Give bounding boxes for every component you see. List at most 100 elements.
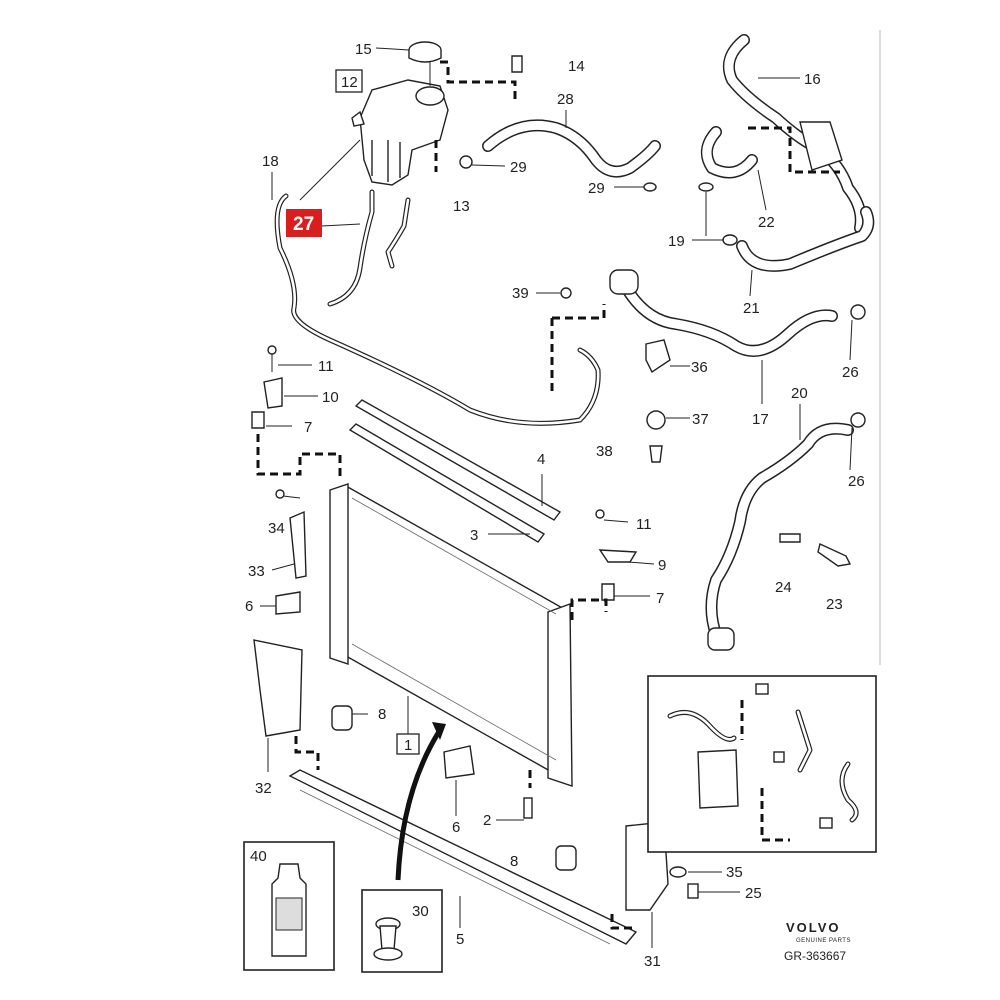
callout-28: 28 (557, 91, 574, 108)
callout-4: 4 (537, 451, 545, 468)
callout-7-a: 7 (304, 419, 312, 436)
callout-35: 35 (726, 864, 743, 881)
hose-16 (723, 34, 867, 234)
clamp-26-b (849, 412, 866, 471)
callout-29-b: 29 (588, 180, 605, 197)
callout-26-b: 26 (848, 473, 865, 490)
callout-18: 18 (262, 153, 279, 170)
dash-connector-right (570, 598, 608, 620)
clamp-29-b (614, 182, 657, 192)
callout-6-a: 6 (245, 598, 253, 615)
dash-connector-lower-right (610, 914, 636, 930)
sensor-24 (779, 533, 852, 567)
callout-9: 9 (658, 557, 666, 574)
hose-17 (609, 269, 838, 404)
seal-strip-4 (354, 399, 562, 521)
mount-6-bottom (443, 745, 475, 816)
brand-logo-text: VOLVO (786, 920, 841, 935)
callout-11-b: 11 (636, 516, 652, 533)
callout-20: 20 (791, 385, 808, 402)
callout-23: 23 (826, 596, 843, 613)
callout-box-27 (286, 209, 322, 237)
bracket-34-33 (271, 489, 307, 579)
valve-36 (645, 339, 690, 374)
callout-labels: 15 12 14 28 18 29 29 13 27 16 22 19 21 3… (245, 41, 865, 970)
hose-21 (736, 206, 875, 297)
dash-connector-left-top (256, 434, 342, 480)
callout-19: 19 (668, 233, 685, 250)
callout-25: 25 (745, 885, 762, 902)
volvo-brand-block: VOLVO GENUINE PARTS GR-363667 (784, 920, 851, 963)
clamp-19 (692, 182, 738, 246)
callout-21: 21 (743, 300, 760, 317)
inset-oil-cooler (647, 675, 877, 853)
inset-40-coolant (243, 841, 335, 971)
callout-14: 14 (568, 58, 585, 75)
callout-12: 12 (341, 74, 358, 91)
callout-29-a: 29 (510, 159, 527, 176)
line-18 (271, 139, 601, 426)
callout-box-12 (335, 69, 363, 93)
dash-connector-lower-left (294, 736, 320, 770)
callout-33: 33 (248, 563, 265, 580)
callout-32: 32 (255, 780, 272, 797)
callout-16: 16 (804, 71, 821, 88)
callout-39: 39 (512, 285, 529, 302)
callout-38: 38 (596, 443, 613, 460)
callout-30: 30 (412, 903, 429, 920)
bracket-11-10-7-left (251, 345, 318, 429)
callout-34: 34 (268, 520, 285, 537)
callout-11-a: 11 (318, 358, 334, 375)
callout-3: 3 (470, 527, 478, 544)
part-14-clip (511, 55, 523, 73)
hose-20 (705, 404, 854, 651)
callout-26-a: 26 (842, 364, 859, 381)
callout-10: 10 (322, 389, 339, 406)
callout-8-a: 8 (378, 706, 386, 723)
washer-bolt-35-25 (669, 866, 740, 899)
mount-6-left (260, 591, 301, 615)
bolt-39 (536, 287, 572, 299)
callout-24: 24 (775, 579, 792, 596)
seal-strip-3 (348, 423, 546, 543)
inset-arrow (395, 728, 443, 881)
callout-40: 40 (250, 848, 267, 865)
clamp-26-a (849, 304, 866, 361)
callout-7-b: 7 (656, 590, 664, 607)
rubber-mount-8-b (555, 845, 577, 871)
expansion-tank (351, 79, 449, 186)
inset-arrow-head (432, 722, 446, 740)
callout-31: 31 (644, 953, 661, 970)
brand-tagline: GENUINE PARTS (796, 938, 851, 944)
callout-17: 17 (752, 411, 769, 428)
callout-box-1 (396, 733, 420, 755)
callout-13: 13 (453, 198, 470, 215)
callout-5: 5 (456, 931, 464, 948)
dash-connector-39 (550, 304, 606, 392)
radiator (329, 483, 573, 787)
callout-15: 15 (355, 41, 372, 58)
pipe-27 (321, 189, 411, 307)
callout-2: 2 (483, 812, 491, 829)
bracket-11-9-7-right (595, 509, 655, 601)
diagram-reference: GR-363667 (784, 949, 846, 963)
callout-6-b: 6 (452, 819, 460, 836)
hose-28 (482, 110, 661, 178)
lower-beam-5 (288, 769, 638, 945)
air-guide-32 (253, 639, 303, 772)
callout-36: 36 (691, 359, 708, 376)
rubber-mount-8-a (331, 705, 368, 731)
callout-1: 1 (404, 737, 412, 754)
dash-connector-16 (748, 126, 840, 174)
callout-37: 37 (692, 411, 709, 428)
callout-22: 22 (758, 214, 775, 231)
bolt-2 (496, 797, 533, 821)
expansion-tank-cap (375, 41, 442, 86)
inset-30-plug (361, 889, 443, 973)
dash-connector-tank (440, 60, 517, 102)
sensor-37 (646, 410, 690, 463)
callout-27: 27 (293, 214, 314, 235)
clamp-29-a (459, 155, 506, 169)
